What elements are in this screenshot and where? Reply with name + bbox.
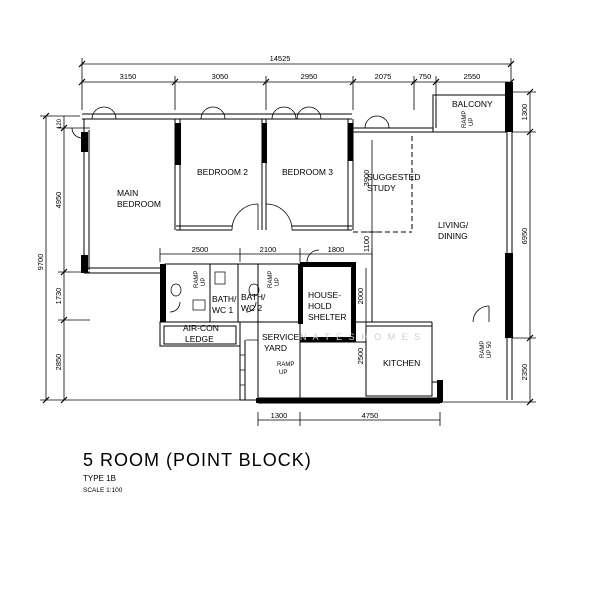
dim-bottom-1: 1300 [271,411,288,420]
label-bedroom3: BEDROOM 3 [282,167,333,177]
dim-study-2: 1100 [362,236,371,252]
dim-mid-2: 2100 [260,245,277,254]
label-main-bedroom-2: BEDROOM [117,199,161,209]
fixtures [170,271,260,386]
label-study-2: STUDY [367,183,396,193]
ramp-balcony-1: RAMP [462,111,468,128]
dim-left-3: 1730 [54,288,63,305]
label-main-bedroom-1: MAIN [117,188,138,198]
label-aircon-1: AIR-CON [183,323,219,333]
dim-top-4: 2075 [375,72,392,81]
label-service-1: SERVICE [262,332,299,342]
label-balcony: BALCONY [452,99,493,109]
dim-left-4: 2850 [54,354,63,371]
label-bath1-2: WC 1 [212,305,234,315]
dim-top-2: 3050 [212,72,229,81]
ramp-entrance-1: RAMP [480,341,486,358]
ramp-service-2: UP [279,370,287,376]
dim-mid-1: 2500 [192,245,209,254]
plan-type: TYPE 1B [83,474,116,483]
watermark: N A T E S H O M E S [300,332,422,342]
dim-study-1: 3900 [362,170,371,187]
ramp-bath2-2: UP [275,278,281,286]
dim-left-2: 4950 [54,192,63,209]
label-shelter-1: HOUSE- [308,290,341,300]
label-bedroom2: BEDROOM 2 [197,167,248,177]
label-service-2: YARD [264,343,287,353]
dim-top-1: 3150 [120,72,137,81]
dim-center-2: 2500 [356,348,365,365]
ramp-service-1: RAMP [277,362,294,368]
label-living-2: DINING [438,231,468,241]
plan-title: 5 ROOM (POINT BLOCK) [83,450,312,470]
label-living-1: LIVING/ [438,220,469,230]
label-study-1: SUGGESTED [367,172,420,182]
label-bath1-1: BATH/ [212,294,237,304]
dim-top-3: 2950 [301,72,318,81]
dim-left-1: 120 [57,118,63,129]
ramp-bath2-1: RAMP [268,271,274,288]
walls [82,92,513,404]
label-shelter-2: HOLD [308,301,332,311]
ramp-balcony-2: UP [469,118,475,126]
dim-top-6: 2550 [464,72,481,81]
label-bath2-1: BATH/ [241,292,266,302]
label-kitchen: KITCHEN [383,358,420,368]
dim-left-overall: 9700 [36,254,45,271]
label-aircon-2: LEDGE [185,334,214,344]
dim-right-1: 1300 [520,104,529,121]
dim-bottom-2: 4750 [362,411,379,420]
dim-overall-width: 14525 [270,54,291,63]
dim-right-2: 6950 [520,228,529,245]
ramp-entrance-2: UP 50 [487,341,493,358]
dim-mid-3: 1800 [328,245,345,254]
doors [71,106,490,323]
dimension-ticks [42,60,534,406]
dim-top-5: 750 [419,72,432,81]
structural-walls [81,82,513,403]
ramp-bath1-1: RAMP [194,271,200,288]
plan-scale: SCALE 1:100 [83,487,123,494]
ramp-bath1-2: UP [201,278,207,286]
label-bath2-2: WC 2 [241,303,263,313]
label-shelter-3: SHELTER [308,312,347,322]
dim-right-3: 2350 [520,364,529,381]
dim-center-1: 2000 [356,288,365,305]
